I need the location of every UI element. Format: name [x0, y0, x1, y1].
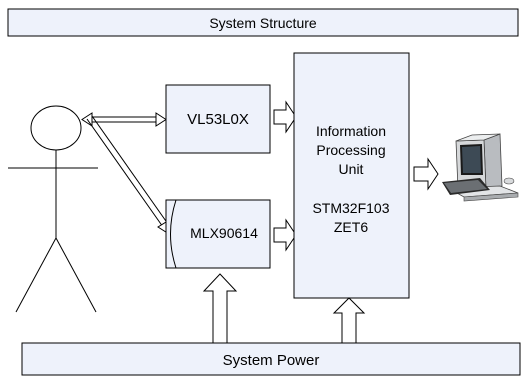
processor-title-line3: Unit: [339, 161, 364, 177]
title-box: [7, 8, 519, 37]
system-power-label: System Power: [223, 352, 320, 369]
processor-chip-line1: STM32F103: [312, 200, 389, 216]
vl53l0x-to-processor-arrow: [273, 100, 297, 134]
processing-unit-block: Information Processing Unit STM32F103 ZE…: [293, 52, 410, 299]
mlx90614-to-processor-arrow: [273, 218, 297, 252]
power-to-processor-arrow: [332, 297, 366, 344]
person-head: [30, 105, 82, 151]
vl53l0x-label: VL53L0X: [187, 111, 249, 128]
processing-unit-box: [293, 52, 410, 299]
vl53l0x-sensor-block: VL53L0X: [165, 84, 271, 154]
processor-title-line2: Processing: [316, 142, 385, 158]
temperature-link-arrow: [86, 115, 172, 235]
desktop-computer-icon: [442, 133, 519, 202]
mlx90614-label: MLX90614: [190, 225, 258, 241]
person-stick-figure-icon: [8, 105, 98, 313]
mlx90614-box: [165, 199, 271, 269]
processor-to-computer-arrow: [413, 157, 439, 191]
power-to-mlx90614-arrow: [202, 273, 238, 344]
mlx90614-sensor-block: MLX90614: [165, 199, 271, 269]
system-power-box: [21, 342, 521, 376]
person-left-leg: [15, 237, 57, 313]
processor-chip-line2: ZET6: [334, 219, 368, 235]
sensor-lens-icon: [170, 199, 177, 269]
processor-title-line1: Information: [316, 123, 386, 139]
vl53l0x-box: [165, 84, 271, 154]
person-right-leg: [55, 237, 97, 313]
diagram-title: System Structure: [209, 15, 317, 31]
system-power-block: System Power: [21, 342, 521, 376]
title-block: System Structure: [7, 8, 519, 37]
